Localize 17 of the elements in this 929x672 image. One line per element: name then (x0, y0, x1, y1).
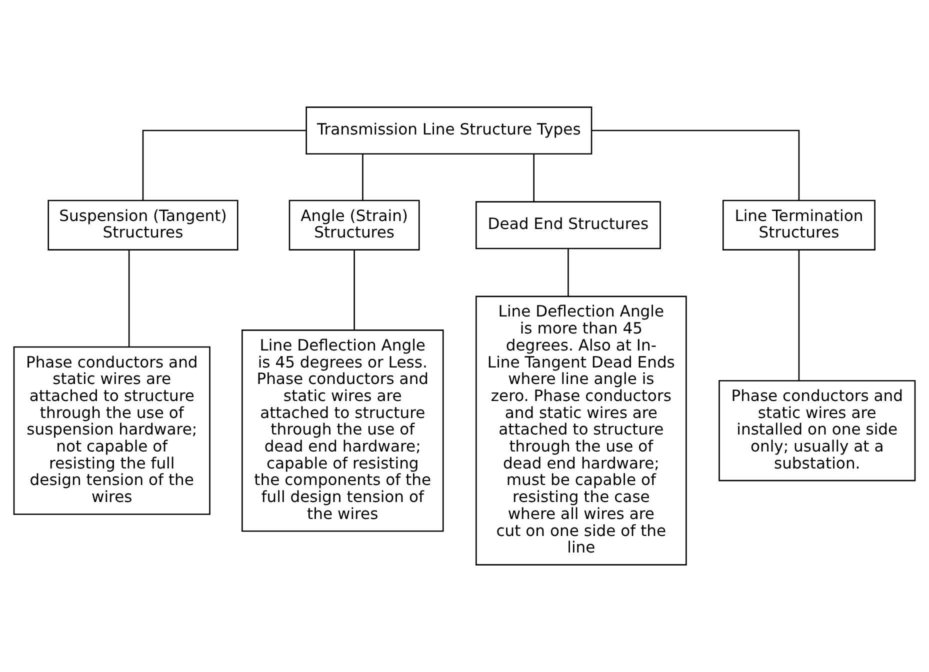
connector (533, 154, 534, 202)
connector (128, 250, 130, 347)
node-box: Transmission Line Structure Types (306, 106, 592, 154)
node-box: Line Deflection Angle is more than 45 degrees. Also at In-Line Tangent Dead Ends where line angle is zero. Phase conductors and static wires are attached to structure through the use of dead end hardware; must be capable of resisting the case where all wires are cut on one side of the line (476, 296, 687, 566)
connector (142, 130, 306, 200)
node-box: Dead End Structures (476, 201, 661, 250)
node-box: Angle (Strain) Structures (288, 200, 420, 250)
connector (592, 130, 800, 200)
connector (354, 250, 355, 330)
connector (362, 154, 364, 200)
node-box: Suspension (Tangent) Structures (48, 200, 238, 250)
node-box: Phase conductors and static wires are attached to structure through the use of suspension hardware; not capable of resisting the full design tension of the wires (13, 346, 210, 515)
node-box: Line Termination Structures (722, 200, 876, 250)
node-box: Line Deflection Angle is 45 degrees or Less. Phase conductors and static wires are attached to structure through the use of dead end hardware; capable of resisting the components of the full design tension of the wires (242, 330, 444, 532)
connector (798, 250, 800, 381)
connector (568, 248, 569, 296)
node-box: Phase conductors and static wires are installed on one side only; usually at a substation. (718, 380, 916, 482)
